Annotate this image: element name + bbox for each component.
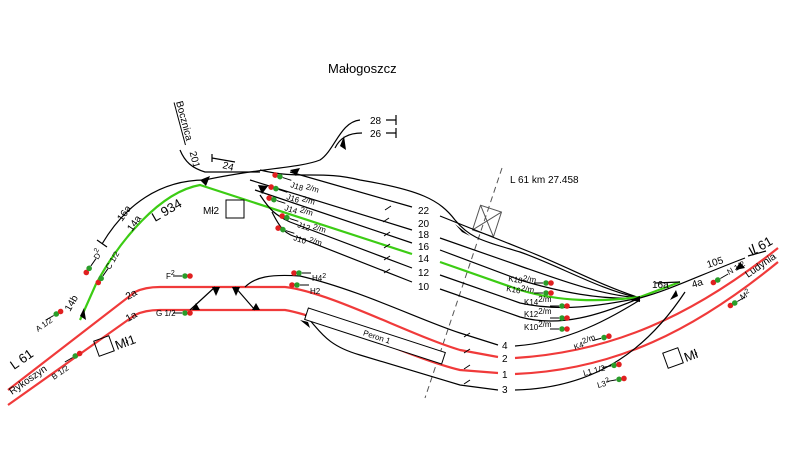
track-24-label: 24	[221, 160, 235, 174]
track-10-label: 10	[418, 282, 430, 293]
track-18-label: 18	[418, 230, 430, 241]
track-4-label: 4	[502, 341, 508, 352]
svg-text:H42: H42	[312, 273, 326, 283]
buffer-16a	[96, 239, 108, 248]
track-4a-label: 4a	[691, 277, 705, 291]
signal-K16: K162/m	[506, 281, 555, 298]
svg-text:B 1/2: B 1/2	[50, 363, 71, 381]
track-12	[259, 194, 641, 309]
track-2a-label: 2a	[124, 287, 140, 302]
crossovers	[189, 286, 256, 311]
signal-K12: K122/m	[524, 307, 571, 322]
track-16-label: 16	[418, 242, 430, 253]
signal-J10: J10 2/m	[274, 224, 323, 250]
signal-D: D2	[81, 247, 104, 277]
signal-J16: J16 2/m	[267, 183, 316, 209]
km-marker-label: L 61 km 27.458	[510, 175, 579, 186]
svg-text:201: 201	[187, 150, 202, 169]
signal-H2: H2	[288, 281, 321, 296]
signal-box-ml-label: Mł	[682, 346, 700, 365]
svg-text:F2: F2	[166, 270, 175, 281]
svg-text:J18 2/m: J18 2/m	[289, 177, 320, 197]
svg-text:M2: M2	[738, 288, 752, 302]
svg-text:L1 1/2: L1 1/2	[582, 363, 606, 378]
svg-text:K42/m: K42/m	[572, 333, 598, 352]
signal-A: A 1/2	[34, 307, 65, 334]
svg-text:J10 2/m: J10 2/m	[292, 230, 323, 250]
track-24-buffer	[211, 154, 236, 163]
signal-K4: K42/m	[572, 332, 613, 352]
track-105	[639, 257, 746, 299]
signal-box-ml2-icon	[225, 199, 245, 219]
svg-text:A 1/2: A 1/2	[34, 315, 55, 333]
buffer-105	[747, 243, 767, 257]
siding-201-track	[179, 149, 260, 173]
switch-points	[80, 136, 745, 328]
buffer-stops	[386, 115, 397, 138]
signal-J14: J14 2/m	[265, 194, 314, 220]
signal-box-ml1-icon	[93, 335, 115, 357]
svg-text:L32: L32	[596, 377, 611, 390]
svg-text:K102/m: K102/m	[524, 320, 552, 332]
track-4	[244, 274, 641, 347]
track-28-label: 28	[370, 116, 382, 127]
main-track-1	[7, 261, 779, 406]
track-14b-label: 14b	[63, 293, 81, 313]
svg-text:K182/m: K182/m	[508, 271, 538, 288]
svg-text:J12 2/m: J12 2/m	[296, 217, 327, 237]
signal-K18: K182/m	[508, 271, 555, 288]
track-3-label: 3	[502, 385, 508, 396]
svg-text:G 1/2: G 1/2	[156, 309, 176, 318]
track-22	[259, 169, 641, 299]
track-2-label: 2	[502, 354, 508, 365]
track-20	[289, 171, 641, 299]
svg-text:H2: H2	[310, 287, 321, 296]
signal-J18: J18 2/m	[271, 171, 320, 197]
svg-text:J16 2/m: J16 2/m	[285, 189, 316, 209]
signal-H4: H42	[290, 269, 326, 283]
signal-box-ml-icon	[662, 347, 684, 369]
signal-J12: J12 2/m	[278, 212, 327, 237]
main-track-2	[7, 247, 779, 391]
track-1a-label: 1a	[124, 309, 140, 324]
signal-L3: L32	[596, 374, 628, 390]
signal-G: G 1/2	[156, 309, 194, 318]
svg-text:K162/m: K162/m	[506, 281, 536, 298]
svg-text:J14 2/m: J14 2/m	[283, 200, 314, 220]
signal-L1: L1 1/2	[582, 360, 623, 378]
svg-text:Bocznica: Bocznica	[173, 100, 194, 142]
signal-M: M2	[726, 288, 752, 310]
svg-text:C 1/2: C 1/2	[104, 249, 122, 271]
track-16a-right	[654, 281, 681, 284]
track-105-label: 105	[706, 255, 726, 271]
level-crossing-icon	[471, 204, 503, 238]
track-14-label: 14	[418, 254, 430, 265]
signal-box-ml2-label: Mł2	[203, 206, 220, 217]
track-28	[204, 119, 361, 181]
track-14-route	[78, 183, 681, 321]
signal-box-ml1-label: Mł1	[113, 332, 138, 353]
station-title: Małogoszcz	[328, 61, 397, 76]
track-20-label: 20	[418, 219, 430, 230]
signal-K14: K142/m	[524, 295, 571, 310]
track-22-label: 22	[418, 206, 430, 217]
track-joint-marks	[382, 205, 471, 385]
svg-text:D2: D2	[90, 247, 104, 261]
signal-F: F2	[166, 270, 194, 281]
siding-label: Bocznica 201	[173, 100, 202, 170]
line-l61-left: L 61	[7, 346, 36, 373]
track-16a-left	[101, 179, 206, 245]
track-12-label: 12	[418, 268, 430, 279]
track-26-label: 26	[370, 129, 382, 140]
track-26	[334, 132, 363, 149]
track-1-label: 1	[502, 370, 508, 381]
svg-text:K122/m: K122/m	[524, 307, 552, 319]
track-16a-right-label: 16a	[652, 280, 669, 291]
signal-K10: K102/m	[524, 320, 571, 333]
svg-text:K142/m: K142/m	[524, 295, 552, 307]
